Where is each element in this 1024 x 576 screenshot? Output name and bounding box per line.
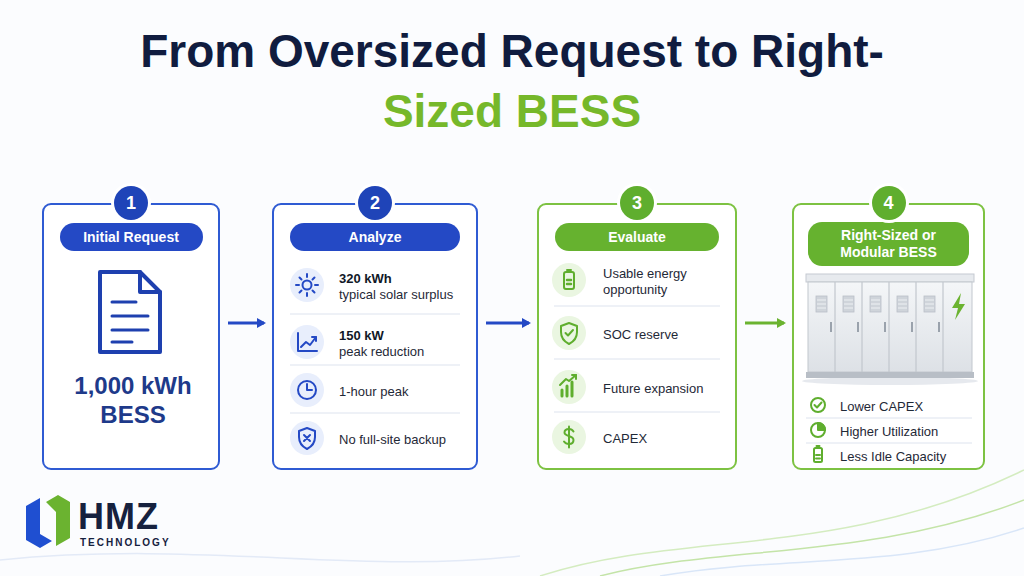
request-size: 1,000 kWh BESS [58,371,208,429]
logo-subtitle: TECHNOLOGY [80,537,171,548]
panel-item-text: typical solar surplus [339,287,474,303]
bess-container [802,274,978,385]
panel-grounds [42,203,985,470]
step-panel: 1,000 kWh BESS1Initial Request [42,203,220,470]
title-underline [432,165,592,168]
step-number: 3 [632,193,642,214]
step-heading-pill: Evaluate [555,223,719,251]
flow-arrow [228,322,264,325]
step-number: 2 [370,193,380,214]
step-heading-pill: Analyze [290,223,460,251]
step-number-circle: 4 [872,186,906,220]
diagram-title: From Oversized Request to Right-Sized BE… [112,22,912,142]
benefit-icons [811,398,825,462]
logo-mark [26,495,70,548]
step-number-circle: 1 [114,186,148,220]
step-number: 4 [883,193,893,214]
wave-decoration [0,470,1024,576]
step-heading: Evaluate [608,229,666,246]
panel-item-text: 1-hour peak [339,384,474,400]
step-panel: 320 kWhtypical solar surplus 150 kWpeak r… [272,203,478,470]
step-number-circle: 2 [358,186,392,220]
panel-item-text: Lower CAPEX [840,399,980,415]
flow-arrow [486,322,529,325]
step-number-circle: 3 [620,186,654,220]
analyze-icons [290,268,324,455]
flow-arrow [745,322,784,325]
evaluate-icons [552,263,586,454]
panel-item-text: Future expansion [603,381,731,397]
panel-item-text: No full-site backup [339,432,474,448]
step-heading-pill: Right-Sized or Modular BESS [808,222,969,266]
step-number: 1 [126,193,136,214]
step-heading: Initial Request [83,229,179,246]
panel-item-text: peak reduction [339,344,474,360]
step-panel: Lower CAPEX Higher UtilizationLess Idle C… [792,203,985,470]
panel-item-text: Higher Utilization [840,424,980,440]
panel-item-text: CAPEX [603,431,731,447]
step-heading: Analyze [349,229,402,246]
step-heading-pill: Initial Request [60,223,203,251]
panel-item-text: Less Idle Capacity [840,449,980,465]
step-heading: Right-Sized or Modular BESS [814,227,963,261]
document-icon [100,272,160,352]
panel-item-text: SOC reserve [603,327,731,343]
panel-item-text: Usable energy opportunity [603,266,723,298]
logo-wordmark: HMZ [78,497,159,537]
panel-item-text: 320 kWh [339,271,474,287]
step-panel: Usable energy opportunitySOC reserveFutu… [537,203,737,470]
panel-item-text: 150 kW [339,328,474,344]
